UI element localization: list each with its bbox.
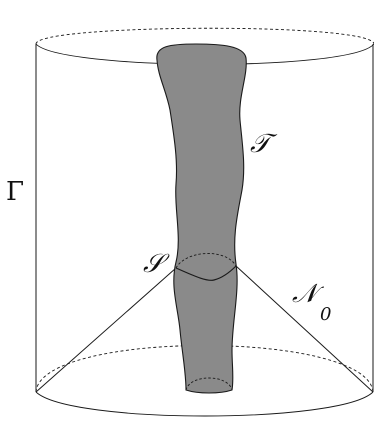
cylinder-top-back-arc bbox=[35, 27, 374, 45]
tube-bottom-back-arc bbox=[185, 377, 233, 391]
cylinder-bottom-front-arc bbox=[35, 391, 374, 417]
cone-left-line bbox=[35, 267, 177, 393]
label-section: 𝒮 bbox=[143, 249, 170, 279]
section-back-arc bbox=[175, 253, 237, 269]
tube-shape bbox=[156, 43, 247, 394]
label-tube: 𝒯 bbox=[250, 129, 278, 159]
label-neighborhood-subscript: 0 bbox=[320, 304, 331, 325]
section-front-curve bbox=[175, 265, 237, 281]
cone-right-line bbox=[235, 265, 374, 393]
label-gamma: Γ bbox=[6, 177, 24, 207]
